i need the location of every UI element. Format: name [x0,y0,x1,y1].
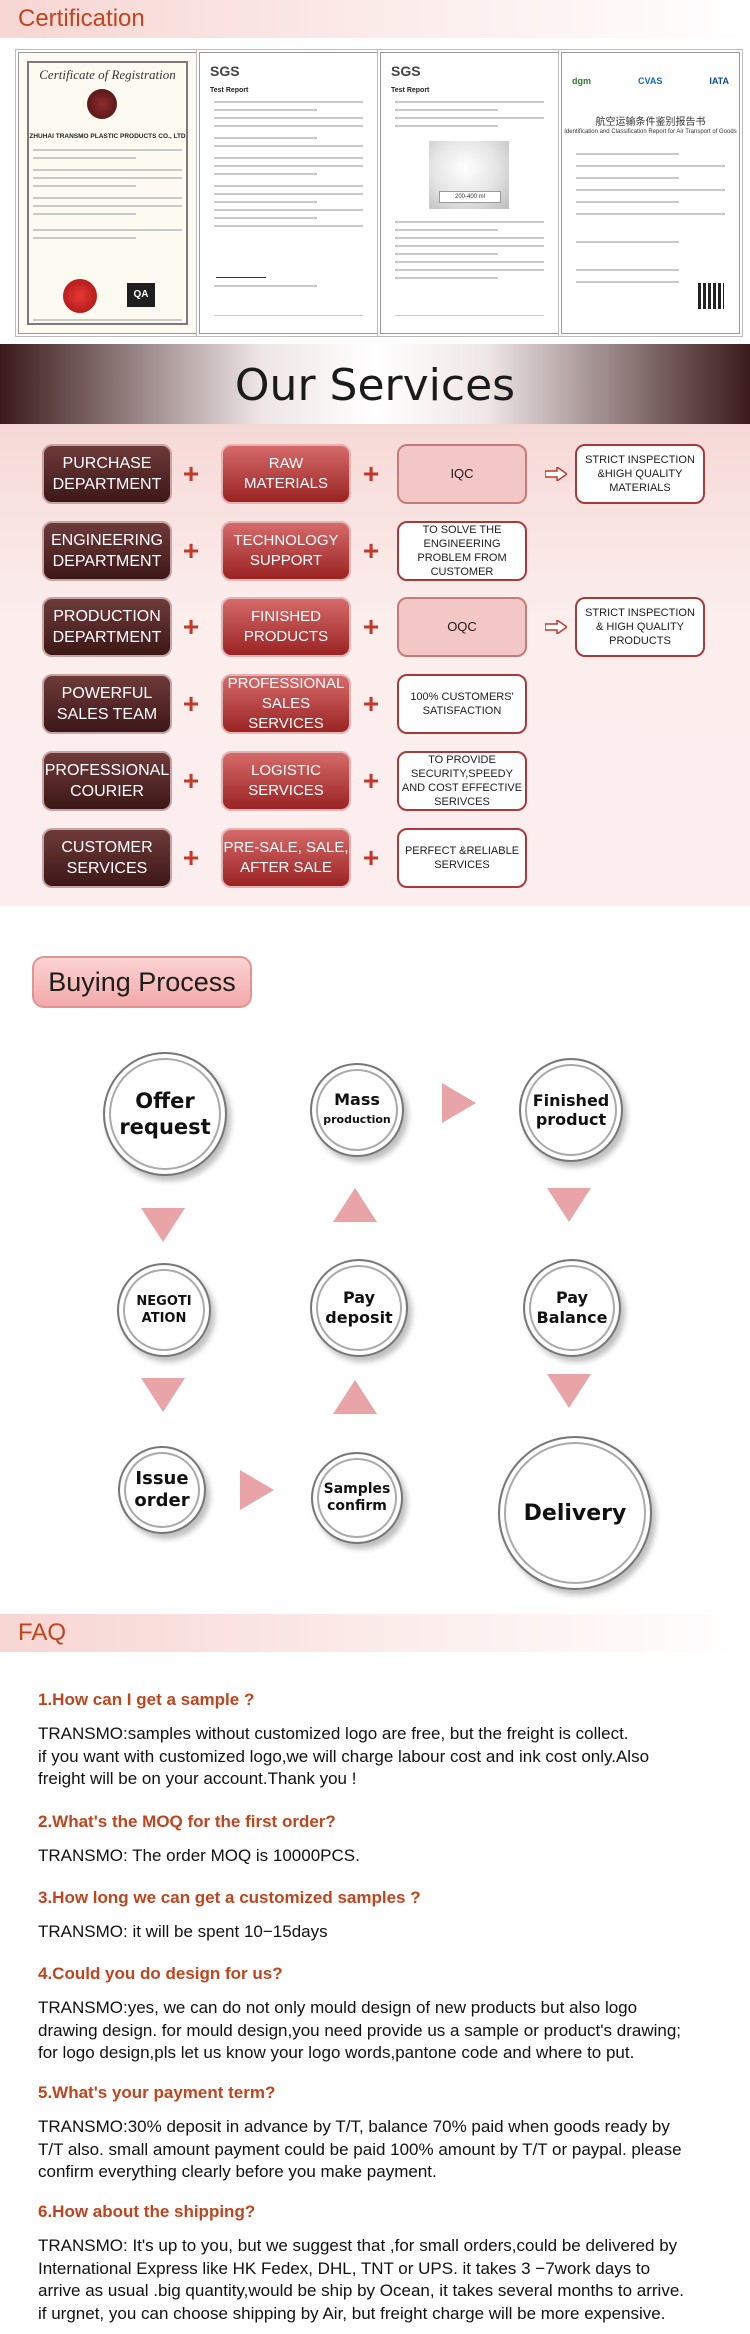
faq-question-3: 3.How long we can get a customized sampl… [38,1888,421,1907]
faq-answer-2: TRANSMO: The order MOQ is 10000PCS. [38,1846,360,1865]
dgm-logo: dgm [572,76,591,86]
sgs-logo: SGS [210,63,240,79]
arrow-up-icon [333,1188,377,1222]
step-delivery: Delivery [498,1436,652,1590]
air-transport-report[interactable]: dgm CVAS IATA 航空运输条件鉴别报告书 Identification… [561,52,740,334]
result-iqc: IQC [397,444,527,504]
faq-question-1: 1.How can I get a sample ? [38,1690,255,1709]
faq-answer-5: TRANSMO:30% deposit in advance by T/T, b… [38,2117,682,2181]
report-label: Test Report [210,87,249,94]
faq-answer-1: TRANSMO:samples without customized logo … [38,1724,650,1788]
certificate-company: ZHUHAI TRANSMO PLASTIC PRODUCTS CO., LTD [29,133,186,140]
services-banner: Our Services [0,344,750,424]
result-oqc: OQC [397,597,527,657]
signature-icon [216,261,266,278]
faq-question-6: 6.How about the shipping? [38,2202,256,2221]
faq-question-2: 2.What's the MOQ for the first order? [38,1812,336,1831]
plus-icon: + [182,535,200,566]
arrow-right-icon [545,467,567,481]
sgs-logo: SGS [391,63,421,79]
faq-title: FAQ [18,1619,67,1646]
services-title: Our Services [234,360,516,411]
arrow-right-icon [545,620,567,634]
result-satisfaction: 100% CUSTOMERS'SATISFACTION [397,674,527,734]
certificate-title: Certificate of Registration [39,67,176,82]
certificates-strip: Certificate of Registration ZHUHAI TRANS… [0,46,750,338]
arrow-down-icon [141,1208,185,1242]
certification-header: Certification [0,0,750,38]
sgs-test-report-1[interactable]: SGS Test Report [199,52,378,334]
crest-icon [87,89,117,119]
cvas-logo: CVAS [637,76,663,86]
faq-question-5: 5.What's your payment term? [38,2083,276,2102]
plus-icon: + [362,765,380,796]
report-label: Test Report [391,87,430,94]
arrow-down-icon [141,1378,185,1412]
mid-pre-sale: PRE-SALE, SALE,AFTER SALE [221,828,351,888]
faq-header: FAQ [0,1614,750,1652]
faq-answer-6: TRANSMO: It's up to you, but we suggest … [38,2236,685,2323]
plus-icon: + [362,688,380,719]
buying-process-title: Buying Process [32,956,252,1008]
iata-logo: IATA [709,76,729,86]
plus-icon: + [182,765,200,796]
logos-row: dgm CVAS IATA [572,67,729,95]
report-en-subtitle: Identification and Classification Report… [564,129,737,135]
plus-icon: + [362,535,380,566]
report-cn-title: 航空运输条件鉴别报告书 [595,117,706,128]
plus-icon: + [182,842,200,873]
plus-icon: + [362,842,380,873]
arrow-down-icon [547,1188,591,1222]
plus-icon: + [362,458,380,489]
plus-icon: + [362,611,380,642]
arrow-up-icon [333,1380,377,1414]
sample-photo-label: 200-400 ml [439,191,501,203]
qa-mark: QA [127,283,155,307]
sgs-test-report-2[interactable]: SGS Test Report 200-400 ml [380,52,559,334]
plus-icon: + [182,458,200,489]
plus-icon: + [182,688,200,719]
qr-code-icon [698,283,724,309]
arrow-down-icon [547,1374,591,1408]
certification-title: Certification [18,5,145,32]
plus-icon: + [182,611,200,642]
red-seal-icon [63,279,97,313]
arrow-right-icon [240,1470,274,1510]
faq-question-4: 4.Could you do design for us? [38,1964,283,1983]
faq-answer-4: TRANSMO:yes, we can do not only mould de… [38,1998,682,2062]
certificate-registration[interactable]: Certificate of Registration ZHUHAI TRANS… [18,52,197,334]
arrow-right-icon [442,1083,476,1123]
faq-answer-3: TRANSMO: it will be spent 10−15days [38,1922,328,1941]
